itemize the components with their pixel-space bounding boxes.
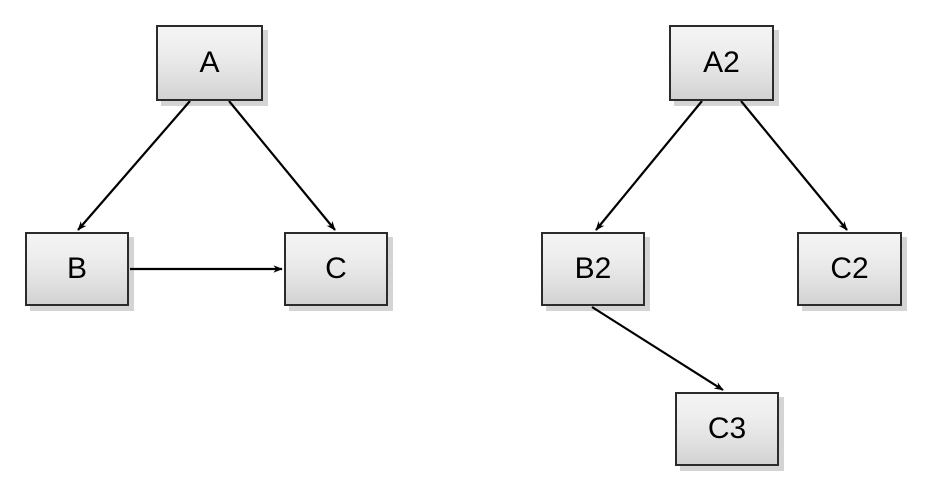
- node-c-label: C: [325, 252, 347, 285]
- node-a[interactable]: A: [156, 25, 263, 101]
- node-c2[interactable]: C2: [797, 232, 902, 306]
- node-a2-label: A2: [703, 46, 740, 79]
- node-a-label: A: [199, 46, 220, 79]
- edge-a-to-c: [228, 100, 336, 231]
- node-c2-label: C2: [830, 252, 869, 285]
- node-c[interactable]: C: [284, 232, 388, 306]
- node-b-label: B: [66, 252, 87, 285]
- node-b[interactable]: B: [25, 232, 129, 306]
- node-c3-label: C3: [707, 412, 747, 445]
- node-a2[interactable]: A2: [669, 25, 774, 101]
- edge-a2-to-c2: [740, 100, 848, 231]
- node-b2-label: B2: [574, 252, 612, 285]
- node-c3[interactable]: C3: [675, 392, 779, 466]
- node-b2[interactable]: B2: [541, 232, 645, 306]
- edge-b2-to-c3: [591, 306, 724, 391]
- edge-a-to-b: [77, 100, 191, 231]
- edge-group: [77, 100, 848, 391]
- edge-a2-to-b2: [595, 100, 703, 231]
